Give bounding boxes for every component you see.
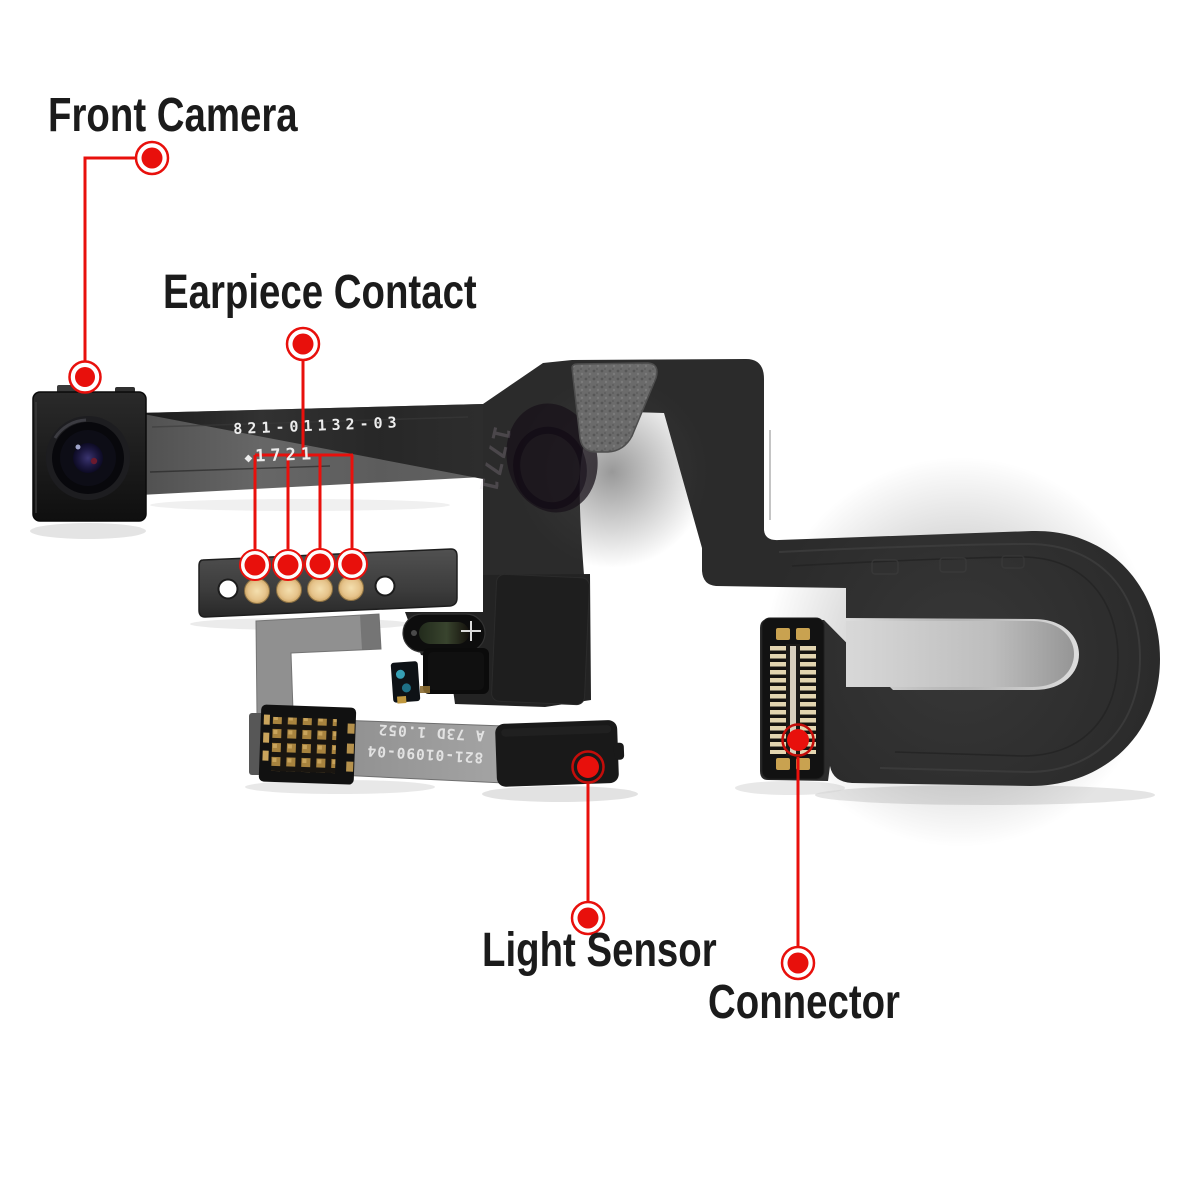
earpiece-target-marker (239, 549, 271, 581)
fold-sticker (571, 362, 658, 453)
connector-gold-tab (776, 628, 790, 640)
small-component (390, 661, 421, 704)
microphone-foam (420, 648, 489, 694)
connector-target-marker (781, 723, 815, 757)
camera-flex-date-value: 1721 (254, 444, 317, 467)
connector-label: Connector (708, 976, 900, 1029)
flex-contour-streaks (769, 430, 1142, 774)
light-sensor-package (258, 704, 357, 785)
sparkle-glint (461, 621, 481, 641)
earpiece-label-marker (285, 326, 321, 362)
proximity-sensor-window (402, 613, 486, 653)
earpiece-contact-leader-lines (253, 361, 354, 549)
u-cutout-shadow (846, 621, 1074, 687)
sensor-flex-markings-mirrored: 821-01090-04 A 73D 1.052 (351, 716, 485, 768)
annotation-markers (68, 140, 816, 981)
camera-flex-date-code: ◆1721 (244, 444, 317, 467)
camera-ribbon (140, 404, 483, 495)
front-camera-target-marker (68, 360, 102, 394)
gray-bracket (255, 613, 382, 715)
gold-contact-pad (276, 577, 302, 603)
connector-gold-tab (796, 628, 810, 640)
front-camera-label: Front Camera (48, 89, 298, 142)
flex-fold-crease (506, 403, 598, 513)
gold-contact-pad (307, 576, 333, 602)
light-sensor-target-marker (571, 750, 605, 784)
front-camera-leader-line (83, 156, 137, 361)
matte-sticker (491, 573, 590, 706)
light-sensor-flex (249, 704, 625, 787)
ribbon-shadow-line (149, 465, 331, 473)
front-camera-label-marker (134, 140, 170, 176)
ribbon-crease-line (151, 416, 469, 428)
light-sensor-label-marker (570, 900, 606, 936)
connector-gold-tab (776, 758, 790, 770)
front-camera-module (32, 385, 147, 522)
plate-screw-hole (217, 578, 239, 600)
light-sensor-label: Light Sensor (482, 924, 717, 977)
earpiece-contact-label: Earpiece Contact (163, 266, 477, 319)
camera-lens (46, 416, 130, 500)
earpiece-target-marker (304, 548, 336, 580)
connector-label-marker (780, 945, 816, 981)
earpiece-target-marker (336, 548, 368, 580)
plate-screw-hole (374, 575, 396, 597)
qc-stamp-icon: ◆ (244, 450, 256, 466)
annotation-lines (83, 156, 800, 948)
light-sensor-tab (495, 720, 625, 787)
connector-pins-left (770, 646, 786, 754)
earpiece-target-marker (272, 549, 304, 581)
gold-contact-pad (244, 578, 270, 604)
